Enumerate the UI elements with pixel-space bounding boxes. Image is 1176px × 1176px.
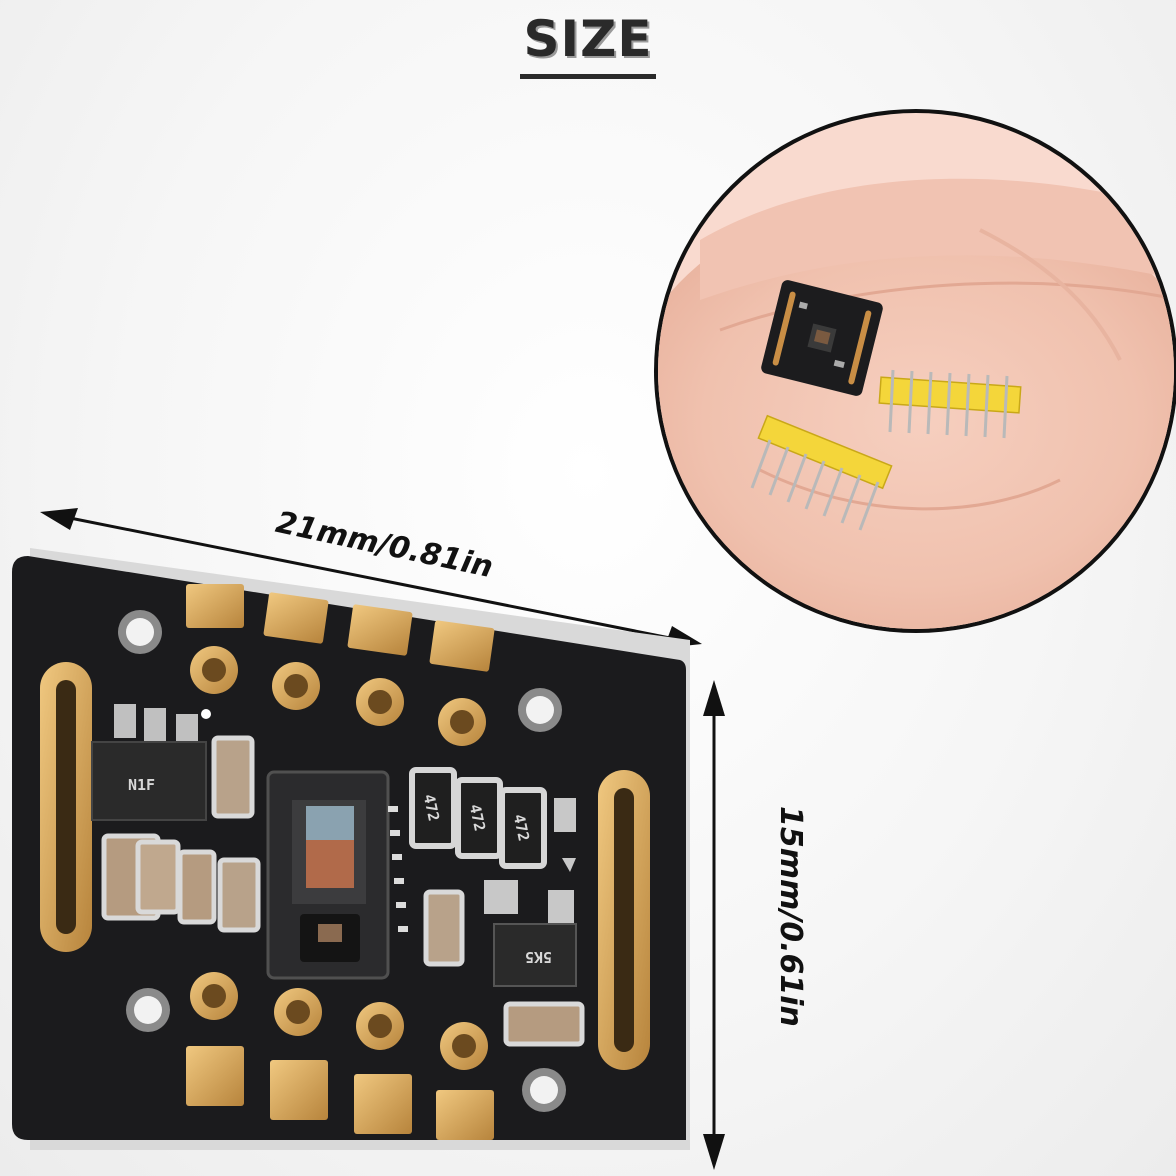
svg-text:472: 472 bbox=[510, 813, 533, 843]
resistors: 472 472 472 bbox=[409, 767, 547, 869]
inset-pin-header-1 bbox=[878, 369, 1022, 439]
title-underline bbox=[520, 74, 656, 79]
top-edge-pads bbox=[186, 584, 495, 672]
regulator-chip: N1F bbox=[91, 704, 207, 821]
mounting-holes bbox=[118, 610, 566, 1112]
resistor-2: 472 bbox=[455, 777, 503, 859]
capacitors-left bbox=[101, 735, 261, 933]
capacitors-right bbox=[423, 889, 585, 1047]
height-dimension-arrow bbox=[703, 680, 725, 1170]
inset-module bbox=[761, 280, 883, 396]
chip-label-5k5: 5K5 bbox=[525, 948, 552, 966]
resistor-3: 472 bbox=[499, 787, 547, 869]
optical-sensor bbox=[266, 770, 408, 980]
resistor-1: 472 bbox=[409, 767, 457, 849]
page-title: SIZE bbox=[523, 10, 653, 68]
chip-label-n1f: N1F bbox=[128, 776, 155, 794]
svg-text:472: 472 bbox=[466, 803, 489, 833]
bottom-edge-pads bbox=[186, 1046, 494, 1140]
height-dimension-label: 15mm/0.61in bbox=[773, 806, 808, 1027]
width-dimension-arrow bbox=[40, 508, 702, 648]
inset-pin-header-2 bbox=[750, 414, 893, 531]
svg-text:472: 472 bbox=[420, 793, 443, 823]
inset-hand-photo bbox=[654, 109, 1176, 633]
sensor-module-board: N1F 472 bbox=[12, 548, 690, 1150]
via-rings bbox=[190, 646, 488, 1070]
transistor-chip: 5K5 bbox=[484, 880, 577, 987]
